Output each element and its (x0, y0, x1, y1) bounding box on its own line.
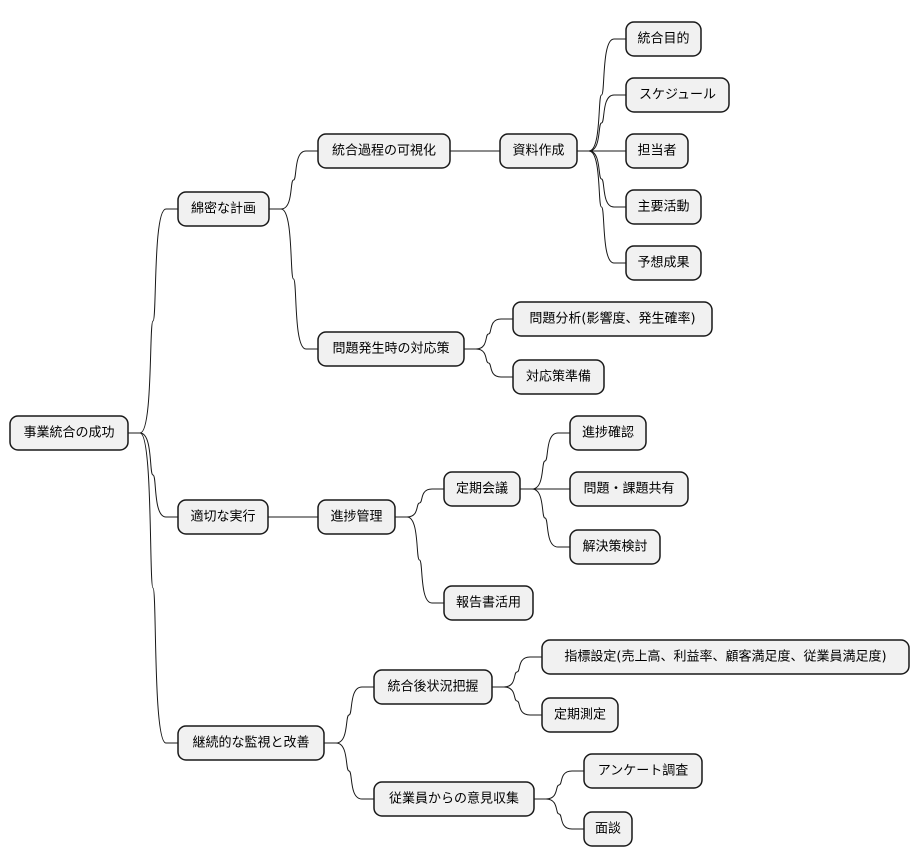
node-check-progress: 進捗確認 (569, 415, 647, 451)
node-plan: 綿密な計画 (177, 191, 270, 227)
mindmap-edges (128, 38, 626, 830)
node-post-integration-status: 統合後状況把握 (373, 669, 493, 705)
node-employee-feedback-label: 従業員からの意見収集 (389, 791, 519, 807)
node-doc-outcomes-label: 予想成果 (637, 255, 689, 271)
edge-improve-feedback (324, 742, 374, 800)
node-monitor-improve: 継続的な監視と改善 (177, 725, 325, 761)
node-discuss-solutions-label: 解決策検討 (582, 539, 647, 555)
node-problem-analysis: 問題分析(影響度、発生確率) (512, 301, 713, 337)
node-employee-feedback: 従業員からの意見収集 (373, 781, 535, 817)
node-countermeasure: 問題発生時の対応策 (317, 331, 465, 367)
edge-feedback-fb0 (534, 770, 584, 800)
edge-docs-doc3 (577, 150, 626, 208)
node-progress-management-label: 進捗管理 (330, 510, 382, 525)
node-share-issues-label: 問題・課題共有 (583, 481, 674, 497)
node-plan-label: 綿密な計画 (191, 201, 256, 217)
node-regular-meeting: 定期会議 (443, 471, 521, 507)
node-execution-label: 適切な実行 (190, 509, 255, 525)
edge-feedback-fb1 (534, 798, 584, 830)
edge-improve-status (324, 686, 374, 744)
node-problem-analysis-label: 問題分析(影響度、発生確率) (529, 311, 695, 327)
node-monitor-improve-label: 継続的な監視と改善 (192, 735, 309, 751)
node-doc-owner: 担当者 (625, 133, 689, 169)
node-doc-purpose: 統合目的 (625, 21, 702, 57)
node-use-reports-label: 報告書活用 (456, 596, 521, 611)
node-use-reports: 報告書活用 (443, 585, 534, 621)
edge-counter-counter0 (464, 318, 513, 350)
edge-plan-visualize (269, 150, 318, 210)
edge-plan-counter (269, 208, 318, 350)
node-set-indicators-label: 指標設定(売上高、利益率、顧客満足度、従業員満足度) (564, 649, 886, 665)
node-doc-outcomes: 予想成果 (625, 245, 702, 281)
node-regular-meeting-label: 定期会議 (456, 482, 508, 497)
edge-meeting-meet2 (520, 488, 570, 548)
node-regular-measurement-label: 定期測定 (554, 708, 606, 723)
node-progress-management: 進捗管理 (317, 499, 396, 535)
node-create-docs: 資料作成 (499, 133, 578, 169)
node-interview-label: 面談 (595, 821, 621, 837)
node-doc-schedule-label: スケジュール (639, 88, 716, 103)
node-doc-purpose-label: 統合目的 (637, 31, 689, 47)
edge-docs-doc4 (577, 150, 626, 264)
edge-status-status1 (492, 686, 542, 716)
node-regular-measurement: 定期測定 (541, 697, 619, 733)
node-doc-activities: 主要活動 (625, 189, 702, 225)
node-visualize-process: 統合過程の可視化 (317, 133, 451, 169)
node-doc-schedule: スケジュール (625, 77, 730, 113)
edge-status-status0 (492, 656, 542, 688)
edge-docs-doc1 (577, 94, 626, 152)
node-set-indicators: 指標設定(売上高、利益率、顧客満足度、従業員満足度) (541, 639, 910, 675)
node-root-label: 事業統合の成功 (23, 425, 114, 441)
edge-progress-report (395, 516, 444, 604)
node-share-issues: 問題・課題共有 (569, 471, 689, 507)
node-interview: 面談 (583, 811, 633, 847)
node-survey: アンケート調査 (583, 753, 703, 789)
node-create-docs-label: 資料作成 (512, 144, 564, 159)
node-doc-activities-label: 主要活動 (637, 200, 689, 215)
edge-counter-counter1 (464, 348, 513, 378)
node-root: 事業統合の成功 (9, 415, 129, 451)
node-prepare-countermeasure: 対応策準備 (512, 359, 605, 395)
node-prepare-countermeasure-label: 対応策準備 (526, 369, 591, 385)
node-check-progress-label: 進捗確認 (582, 425, 634, 441)
edge-root-plan (128, 208, 178, 434)
edge-meeting-meet0 (520, 432, 570, 490)
node-survey-label: アンケート調査 (598, 764, 688, 779)
node-post-integration-status-label: 統合後状況把握 (387, 680, 478, 695)
edge-docs-doc0 (577, 38, 626, 152)
edge-root-improve (128, 432, 178, 744)
edge-progress-meeting (395, 488, 444, 518)
node-discuss-solutions: 解決策検討 (569, 529, 661, 565)
node-countermeasure-label: 問題発生時の対応策 (332, 341, 449, 357)
node-doc-owner-label: 担当者 (637, 144, 676, 159)
node-visualize-process-label: 統合過程の可視化 (332, 144, 436, 159)
node-execution: 適切な実行 (177, 499, 269, 535)
edge-root-exec (128, 432, 178, 518)
